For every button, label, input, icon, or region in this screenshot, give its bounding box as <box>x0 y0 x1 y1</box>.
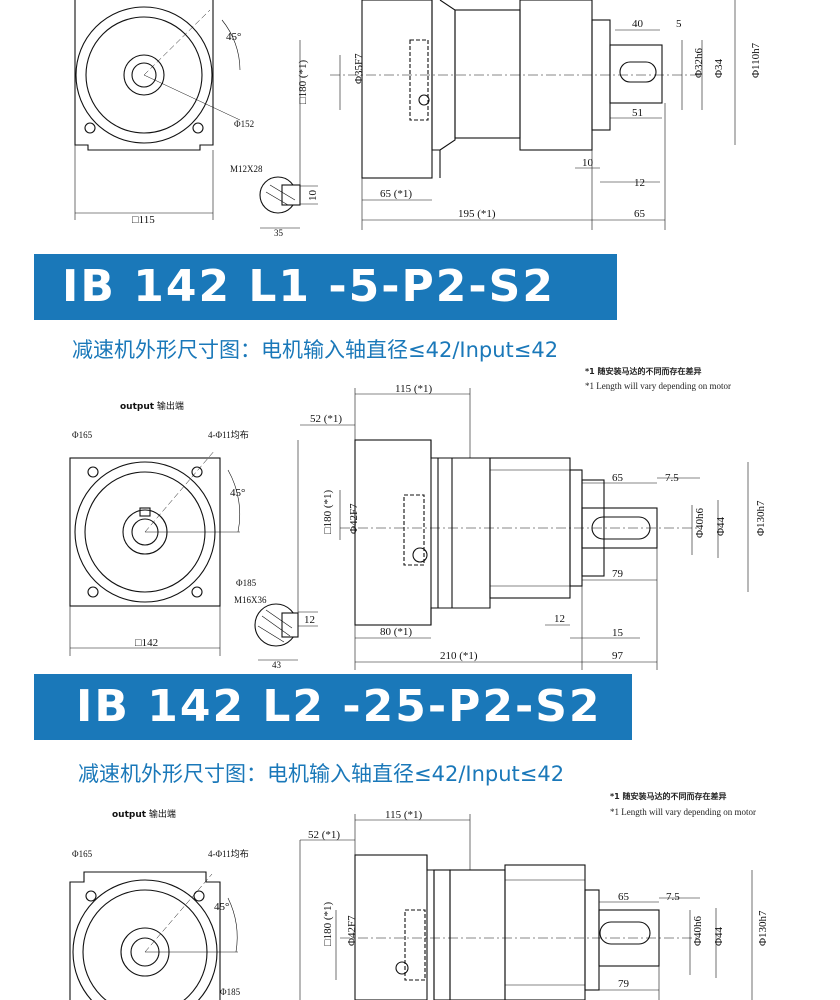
s2-angle: 45° <box>214 901 229 913</box>
s1-angle: 45° <box>230 487 245 499</box>
s1-flange-dia: Φ165 <box>72 430 93 440</box>
top-thread: M12X28 <box>230 164 263 174</box>
s1-key-h: 12 <box>304 614 315 626</box>
s1-shoulder-dia: Φ44 <box>715 516 727 536</box>
top-spigot-dia: Φ110h7 <box>750 42 762 78</box>
top-keyway-len: 51 <box>632 107 643 119</box>
note-en-2: *1 Length will vary depending on motor <box>610 807 756 817</box>
note-en-1: *1 Length will vary depending on motor <box>585 381 731 391</box>
top-pcd: Φ152 <box>234 119 254 129</box>
drawing-top-partial: 45° Φ152 M12X28 10 35 □115 □180 (*1) Φ35… <box>74 0 762 238</box>
top-out-len: 65 <box>634 208 646 220</box>
s1-len-body: 80 (*1) <box>380 626 412 638</box>
top-total-len: 195 (*1) <box>458 208 496 220</box>
s1-spigot-h: 12 <box>554 613 565 625</box>
s1-shaft-dia: Φ40h6 <box>694 507 706 538</box>
top-shaft-len: 40 <box>632 18 644 30</box>
top-key-h: 10 <box>307 190 319 202</box>
top-shoulder-h: 12 <box>634 177 645 189</box>
s2-pilot: Φ42F7 <box>346 915 358 946</box>
drawing-section-2: Φ165 4-Φ11均布 45° Φ185 115 (*1) 52 (*1) □… <box>69 809 769 1000</box>
s1-out-len: 97 <box>612 650 624 662</box>
s1-keyway-len: 79 <box>612 568 624 580</box>
section-title-banner-2: IB 142 L2 -25-P2-S2 <box>34 674 632 740</box>
s1-thread: M16X36 <box>234 595 267 605</box>
s2-shaft-len: 65 <box>618 891 630 903</box>
s2-shaft-dia: Φ40h6 <box>692 915 704 946</box>
section-title-2: IB 142 L2 -25-P2-S2 <box>76 681 602 732</box>
s1-shoulder-h: 15 <box>612 627 624 639</box>
s1-key-off: 7.5 <box>665 472 679 484</box>
s1-pilot: Φ42F7 <box>348 503 360 534</box>
s1-sq-motor: □180 (*1) <box>322 489 334 534</box>
s2-key-off: 7.5 <box>666 891 680 903</box>
section-subtitle-1: 减速机外形尺寸图：电机输入轴直径≤42/Input≤42 <box>72 338 559 362</box>
s1-pcd: Φ185 <box>236 578 257 588</box>
top-angle: 45° <box>226 31 241 43</box>
s2-keyway-len: 79 <box>618 978 630 990</box>
s2-spigot-dia: Φ130h7 <box>757 910 769 946</box>
s1-holes: 4-Φ11均布 <box>208 429 249 440</box>
note-cn-1: *1 随安装马达的不同而存在差异 <box>585 367 702 376</box>
top-sq-motor: □180 (*1) <box>297 59 309 104</box>
top-len-body: 65 (*1) <box>380 188 412 200</box>
s2-sq-motor: □180 (*1) <box>322 901 334 946</box>
top-shaft-dia: Φ32h6 <box>693 47 705 78</box>
s1-shaft-len: 65 <box>612 472 624 484</box>
top-spigot-h: 10 <box>582 157 594 169</box>
s1-key-w: 43 <box>272 660 282 670</box>
s2-flange-dia: Φ165 <box>72 849 93 859</box>
section-title-banner-1: IB 142 L1 -5-P2-S2 <box>34 254 617 320</box>
output-label-1: output 输出端 <box>120 402 184 412</box>
s1-len-flange: 52 (*1) <box>310 413 342 425</box>
top-square: □115 <box>132 214 155 226</box>
s2-len-flange: 52 (*1) <box>308 829 340 841</box>
output-label-2: output 输出端 <box>112 810 176 820</box>
s2-holes: 4-Φ11均布 <box>208 848 249 859</box>
drawing-section-1: Φ165 4-Φ11均布 45° Φ185 M16X36 □142 43 12 … <box>69 383 767 670</box>
s2-pcd: Φ185 <box>220 987 241 997</box>
top-key-w: 35 <box>274 228 284 238</box>
top-shoulder-dia: Φ34 <box>713 58 725 78</box>
s1-spigot-dia: Φ130h7 <box>755 500 767 536</box>
s1-len-motor: 115 (*1) <box>395 383 433 395</box>
section-subtitle-2: 减速机外形尺寸图：电机输入轴直径≤42/Input≤42 <box>78 762 565 786</box>
top-pilot: Φ35F7 <box>353 53 365 84</box>
s1-total-len: 210 (*1) <box>440 650 478 662</box>
section-title-1: IB 142 L1 -5-P2-S2 <box>62 261 555 312</box>
top-key-off: 5 <box>676 18 682 30</box>
note-cn-2: *1 随安装马达的不同而存在差异 <box>610 792 727 801</box>
s1-square: □142 <box>135 637 158 649</box>
s2-shoulder-dia: Φ44 <box>713 926 725 946</box>
s2-len-motor: 115 (*1) <box>385 809 423 821</box>
